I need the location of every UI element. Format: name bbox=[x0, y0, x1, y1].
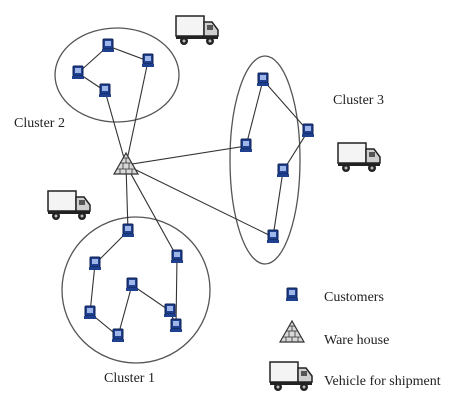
customer-node bbox=[301, 123, 315, 138]
legend-vehicle-label: Vehicle for shipment bbox=[324, 374, 441, 389]
customer-node bbox=[71, 65, 85, 80]
customer-node bbox=[170, 249, 184, 264]
legend-warehouse-label: Ware house bbox=[324, 333, 389, 348]
legend-warehouse-icon bbox=[279, 320, 305, 343]
truck-icon bbox=[337, 142, 381, 173]
legend-customer-icon bbox=[285, 287, 299, 302]
customer-node bbox=[266, 229, 280, 244]
customer-node bbox=[98, 83, 112, 98]
cluster-1-label: Cluster 1 bbox=[104, 371, 155, 386]
customer-node bbox=[276, 163, 290, 178]
legend-truck-icon bbox=[269, 361, 313, 392]
customer-node bbox=[101, 38, 115, 53]
customer-node bbox=[169, 318, 183, 333]
customer-node bbox=[88, 256, 102, 271]
cluster-2-boundary bbox=[54, 27, 180, 123]
customer-node bbox=[121, 223, 135, 238]
truck-icon bbox=[175, 15, 219, 46]
route-lines bbox=[77, 45, 309, 337]
customer-node bbox=[163, 303, 177, 318]
customer-node bbox=[256, 72, 270, 87]
cluster-3-boundary bbox=[229, 55, 301, 265]
legend: Customers Ware house Vehicle for shipmen… bbox=[269, 287, 441, 392]
cluster-2-label: Cluster 2 bbox=[14, 116, 65, 131]
cluster-3-label: Cluster 3 bbox=[333, 93, 384, 108]
cluster-1-boundary bbox=[61, 216, 211, 364]
customer-node bbox=[83, 305, 97, 320]
customer-node bbox=[239, 138, 253, 153]
legend-customers-label: Customers bbox=[324, 290, 384, 305]
customer-node bbox=[125, 277, 139, 292]
customer-node bbox=[111, 328, 125, 343]
truck-icon bbox=[47, 190, 91, 221]
customer-node bbox=[141, 53, 155, 68]
